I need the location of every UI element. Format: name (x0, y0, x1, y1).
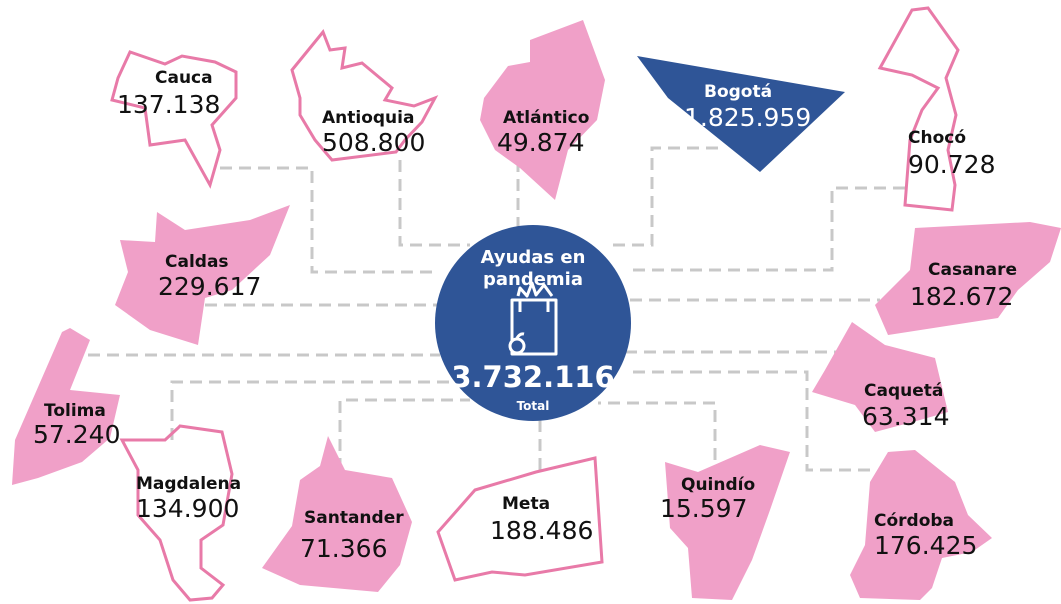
connector-quindio (598, 401, 717, 460)
region-name-magdalena: Magdalena (136, 474, 242, 494)
region-value-antioquia: 508.800 (322, 128, 426, 157)
center-title-line2: pandemia (482, 269, 583, 290)
region-name-bogota: Bogotá (704, 82, 773, 102)
region-shape-magdalena (119, 424, 234, 602)
center-circle (435, 225, 631, 421)
region-value-tolima: 57.240 (33, 420, 121, 449)
region-shape-tolima (12, 328, 120, 485)
region-shape-choco (877, 6, 960, 212)
region-shape-casanare (875, 222, 1061, 335)
region-name-caldas: Caldas (165, 252, 229, 272)
region-name-caqueta: Caquetá (864, 381, 944, 401)
connector-bogota (610, 146, 718, 247)
region-name-antioquia: Antioquia (322, 108, 415, 128)
region-shape-santander (262, 436, 412, 592)
center-total-value: 3.732.116 (451, 360, 615, 394)
connector-santander (338, 398, 470, 470)
region-value-meta: 188.486 (490, 516, 594, 545)
grocery-bag-icon (508, 281, 558, 356)
region-shape-caldas (115, 205, 290, 345)
region-value-caldas: 229.617 (158, 272, 262, 301)
connector-lines (88, 146, 905, 472)
region-name-casanare: Casanare (928, 260, 1018, 280)
connector-magdalena (170, 380, 452, 440)
center-title-line1: Ayudas en (480, 247, 586, 268)
region-shape-atlantico (480, 20, 605, 200)
region-name-quindio: Quindío (681, 475, 756, 495)
region-value-choco: 90.728 (908, 150, 996, 179)
region-name-atlantico: Atlántico (503, 108, 590, 128)
region-value-cordoba: 176.425 (874, 531, 978, 560)
connector-cauca (220, 166, 438, 274)
region-value-bogota: 1.825.959 (684, 103, 812, 132)
region-name-cauca: Cauca (155, 68, 213, 88)
region-shape-cauca (110, 50, 238, 189)
region-value-magdalena: 134.900 (136, 494, 240, 523)
center-summary: Ayudas en pandemia 3.732.116 Total (435, 225, 631, 421)
region-value-cauca: 137.138 (117, 90, 221, 119)
region-name-meta: Meta (502, 494, 551, 514)
region-shape-quindio (665, 445, 790, 600)
region-name-tolima: Tolima (44, 401, 106, 421)
region-shape-cordoba (850, 450, 992, 600)
region-value-caqueta: 63.314 (862, 402, 950, 431)
connector-choco (630, 186, 905, 272)
connector-antioquia (398, 160, 470, 247)
region-value-quindio: 15.597 (660, 494, 748, 523)
region-shape-caqueta (812, 322, 948, 432)
region-value-casanare: 182.672 (910, 282, 1014, 311)
connector-cordoba (628, 370, 870, 472)
region-value-santander: 71.366 (300, 534, 388, 563)
region-shape-bogota (637, 56, 845, 172)
region-shape-meta (436, 456, 604, 582)
center-total-label: Total (516, 399, 550, 413)
region-name-santander: Santander (304, 508, 404, 528)
region-value-atlantico: 49.874 (497, 128, 585, 157)
region-name-choco: Chocó (908, 128, 967, 148)
region-name-cordoba: Córdoba (874, 511, 955, 531)
region-shape-antioquia (290, 29, 439, 162)
